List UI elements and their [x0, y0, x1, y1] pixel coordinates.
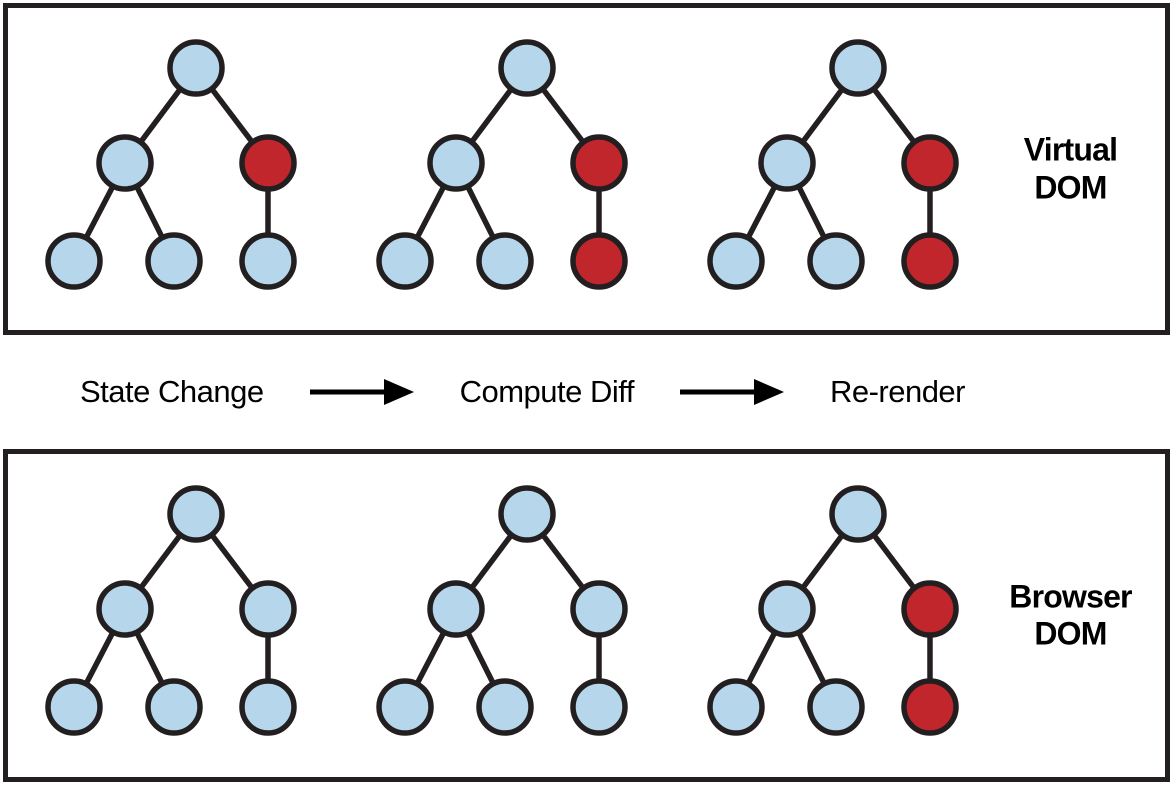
tree-node-right-child-red — [901, 678, 959, 736]
flow-step-state-change: State Change — [80, 374, 264, 409]
virtual-dom-box: Virtual DOM — [3, 3, 1170, 335]
flow-row: State Change Compute Diff Re-render — [0, 335, 1173, 449]
tree-node-right-child-blue — [570, 678, 628, 736]
tree-node-root-blue — [829, 485, 887, 543]
tree-node-right-child-red — [570, 232, 628, 290]
tree-node-left-left-blue — [707, 232, 765, 290]
virtual-dom-label-line1: Virtual — [1023, 131, 1118, 168]
tree-node-left-blue — [96, 580, 154, 638]
tree-node-left-blue — [427, 134, 485, 192]
tree-node-right-red — [239, 134, 297, 192]
tree-node-root-blue — [829, 39, 887, 97]
tree-node-left-right-blue — [807, 678, 865, 736]
dom-tree — [707, 39, 959, 290]
dom-tree — [45, 485, 297, 736]
virtual-dom-label: Virtual DOM — [988, 131, 1153, 207]
tree-node-root-blue — [167, 39, 225, 97]
browser-dom-box: Browser DOM — [3, 449, 1170, 782]
tree-node-right-red — [901, 580, 959, 638]
tree-node-left-left-blue — [376, 678, 434, 736]
tree-node-right-blue — [239, 580, 297, 638]
dom-tree — [376, 39, 628, 290]
flow-step-re-render: Re-render — [829, 374, 966, 409]
dom-tree — [707, 485, 959, 736]
tree-node-left-right-blue — [476, 232, 534, 290]
tree-node-left-blue — [758, 580, 816, 638]
browser-dom-label-line2: DOM — [1034, 615, 1107, 652]
tree-node-left-right-blue — [476, 678, 534, 736]
tree-node-right-child-red — [901, 232, 959, 290]
dom-tree — [376, 485, 628, 736]
tree-node-left-right-blue — [145, 678, 203, 736]
virtual-dom-trees — [36, 26, 1018, 316]
arrow-right-icon — [309, 379, 414, 405]
tree-node-left-left-blue — [45, 678, 103, 736]
tree-node-right-red — [901, 134, 959, 192]
tree-node-root-blue — [167, 485, 225, 543]
tree-node-root-blue — [498, 39, 556, 97]
tree-node-left-left-blue — [45, 232, 103, 290]
tree-node-left-right-blue — [145, 232, 203, 290]
tree-node-left-blue — [758, 134, 816, 192]
browser-dom-label-line1: Browser — [1009, 577, 1132, 614]
tree-node-left-blue — [96, 134, 154, 192]
tree-node-left-right-blue — [807, 232, 865, 290]
browser-dom-label: Browser DOM — [988, 578, 1153, 654]
virtual-dom-label-line2: DOM — [1034, 169, 1107, 205]
browser-dom-trees — [36, 472, 1018, 762]
arrow-right-icon — [679, 379, 784, 405]
tree-node-root-blue — [498, 485, 556, 543]
tree-node-left-blue — [427, 580, 485, 638]
flow-step-compute-diff: Compute Diff — [459, 374, 635, 409]
tree-node-right-red — [570, 134, 628, 192]
dom-tree — [45, 39, 297, 290]
tree-node-right-child-blue — [239, 232, 297, 290]
tree-node-left-left-blue — [707, 678, 765, 736]
tree-node-right-child-blue — [239, 678, 297, 736]
tree-node-left-left-blue — [376, 232, 434, 290]
tree-node-right-blue — [570, 580, 628, 638]
